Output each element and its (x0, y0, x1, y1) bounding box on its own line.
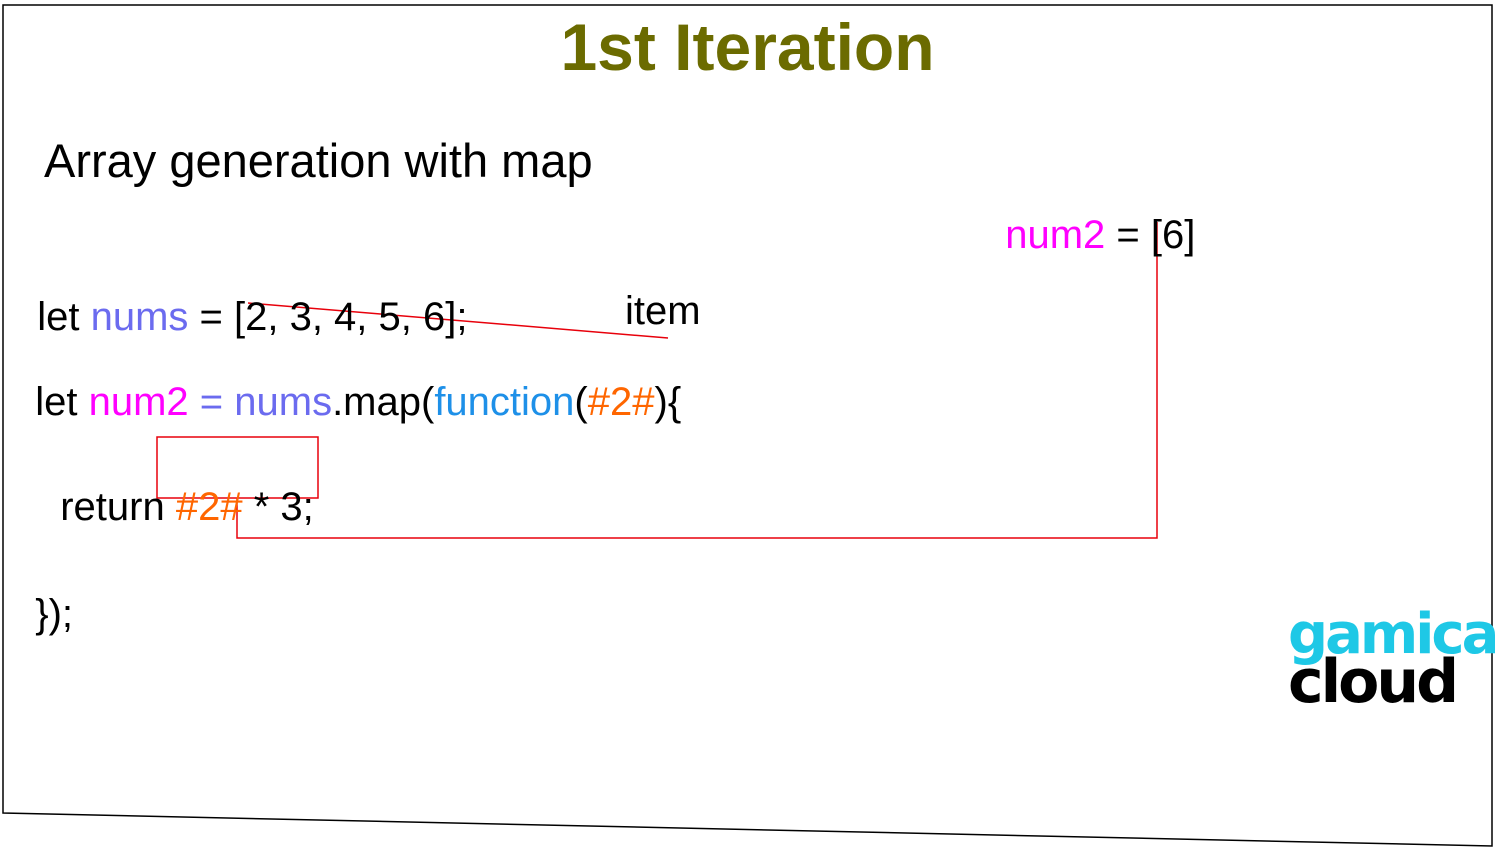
code-token: = (188, 380, 235, 424)
code-token: , 3, 4, 5, 6]; (267, 295, 468, 339)
result-token: = [ (1105, 213, 1162, 257)
code-token: ){ (654, 380, 682, 424)
code-line-map-call: let num2 = nums.map(function(#2#){ (13, 342, 681, 422)
slide-title: 1st Iteration (560, 10, 935, 84)
code-token-nums: nums (90, 295, 189, 339)
logo-top-word: gamica (1288, 602, 1495, 667)
code-line-return: return #2# * 3; (38, 447, 314, 527)
code-token-num2: num2 (88, 380, 189, 424)
code-token: }); (35, 592, 74, 636)
code-token: ( (574, 380, 588, 424)
code-token-nums: nums (234, 380, 333, 424)
code-token: * 3; (242, 485, 314, 529)
code-token: return (60, 485, 176, 529)
result-token-value: 6 (1162, 213, 1185, 257)
code-token: = [ (188, 295, 246, 339)
code-line-nums-declaration: let nums = [2, 3, 4, 5, 6]; (15, 257, 467, 337)
result-token-num2: num2 (1005, 213, 1106, 257)
item-connector-line (247, 302, 669, 339)
result-connector-line (236, 222, 1158, 539)
result-token: ] (1184, 213, 1196, 257)
slide-subtitle: Array generation with map (44, 134, 593, 187)
gamica-cloud-logo: gamica cloud (1288, 602, 1495, 717)
code-line-close: }); (13, 554, 73, 634)
code-token-function: function (434, 380, 575, 424)
logo-bottom-word: cloud (1288, 646, 1459, 717)
slide-border (2, 4, 1493, 847)
result-annotation: num2 = [6] (983, 175, 1195, 255)
item-annotation-label: item (625, 289, 701, 333)
code-token-param: #2# (175, 485, 243, 529)
code-token-current-item: 2 (245, 295, 268, 339)
code-token-param: #2# (587, 380, 655, 424)
code-token: .map( (332, 380, 435, 424)
code-token: let (35, 380, 89, 424)
code-token: let (37, 295, 91, 339)
